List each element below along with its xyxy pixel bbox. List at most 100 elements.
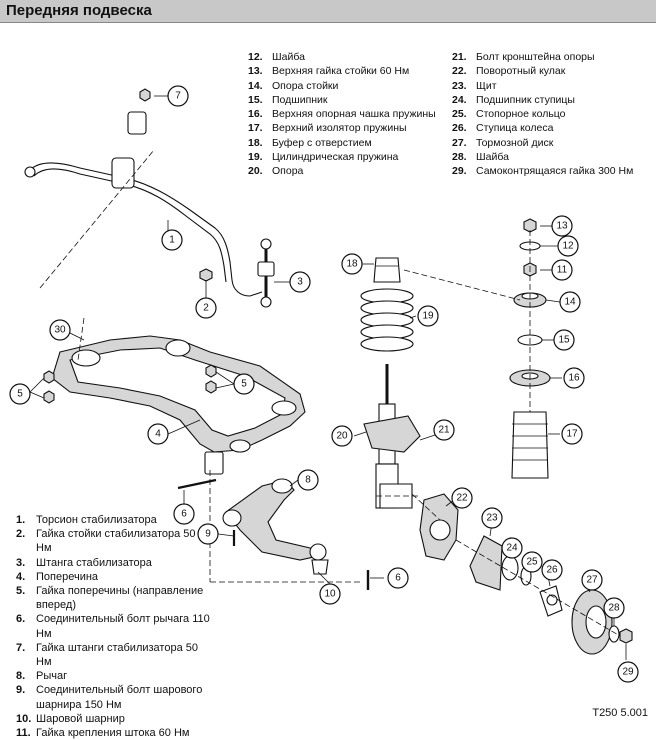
- legend-item: 3.Штанга стабилизатора: [16, 556, 152, 569]
- nut-5a: [43, 370, 55, 404]
- callout-16: 16: [563, 367, 585, 389]
- legend-item: 29.Самоконтрящаяся гайка 300 Нм: [452, 165, 634, 178]
- svg-text:12: 12: [562, 241, 574, 252]
- svg-text:10: 10: [324, 589, 336, 600]
- legend-item: 10.Шаровой шарнир: [16, 712, 125, 725]
- ball-joint: [311, 559, 329, 575]
- callout-4: 4: [147, 423, 169, 445]
- callout-17: 17: [561, 423, 583, 445]
- callout-3: 3: [289, 271, 311, 293]
- legend-middle: 12.Шайба 13.Верхняя гайка стойки 60 Нм 1…: [248, 50, 436, 179]
- svg-text:26: 26: [546, 565, 558, 576]
- svg-text:30: 30: [54, 325, 66, 336]
- callout-5-left: 5: [9, 383, 31, 405]
- svg-text:9: 9: [205, 529, 211, 540]
- callout-29: 29: [617, 661, 639, 683]
- callout-25: 25: [521, 551, 543, 573]
- stabilizer-nut-2: [199, 268, 213, 282]
- legend-item: 21.Болт кронштейна опоры: [452, 51, 595, 63]
- washer-28: [608, 625, 620, 643]
- svg-text:29: 29: [622, 667, 634, 678]
- legend-item: 23.Щит: [452, 79, 497, 92]
- callout-7: 7: [167, 85, 189, 107]
- svg-text:1: 1: [169, 235, 175, 246]
- svg-text:3: 3: [297, 277, 303, 288]
- svg-text:28: 28: [608, 603, 620, 614]
- svg-text:5: 5: [17, 389, 23, 400]
- callout-6-left: 6: [173, 503, 195, 525]
- callout-8: 8: [297, 469, 319, 491]
- callout-28: 28: [603, 597, 625, 619]
- control-arm: [222, 478, 329, 575]
- legend-item: 4.Поперечина: [16, 570, 99, 583]
- legend-item: 18.Буфер с отверстием: [248, 136, 372, 149]
- spring-isolator-17: [511, 411, 549, 479]
- page-title: Передняя подвеска: [6, 2, 152, 19]
- legend-item: 27.Тормозной диск: [452, 136, 554, 149]
- callout-6-bottom: 6: [387, 567, 409, 589]
- figure-code: T250 5.001: [592, 707, 648, 719]
- callout-26: 26: [541, 559, 563, 581]
- legend-item: 15.Подшипник: [248, 93, 328, 106]
- callout-30: 30: [49, 319, 71, 341]
- callout-19: 19: [417, 305, 439, 327]
- stabilizer-bushing: [111, 157, 135, 189]
- svg-text:15: 15: [558, 335, 570, 346]
- callout-21: 21: [433, 419, 455, 441]
- svg-text:23: 23: [486, 513, 498, 524]
- callout-14: 14: [559, 291, 581, 313]
- svg-text:24: 24: [506, 543, 518, 554]
- legend-item: 9.Соединительный болт шарового шарнира 1…: [16, 684, 203, 711]
- legend-item: 17.Верхний изолятор пружины: [248, 122, 407, 135]
- legend-item: 16.Верхняя опорная чашка пружины: [248, 108, 436, 121]
- svg-text:19: 19: [422, 311, 434, 322]
- crossmember: [51, 335, 306, 475]
- callout-10: 10: [319, 583, 341, 605]
- svg-text:20: 20: [336, 431, 348, 442]
- callout-12: 12: [557, 235, 579, 257]
- legend-item: 22.Поворотный кулак: [452, 65, 566, 78]
- stabilizer-torsion-bar: [24, 111, 263, 297]
- svg-text:11: 11: [557, 265, 568, 276]
- svg-text:21: 21: [438, 425, 450, 436]
- dust-shield: [469, 535, 503, 591]
- legend-item: 2.Гайка стойки стабилизатора 50 Нм: [16, 528, 196, 555]
- stabilizer-link: [257, 238, 275, 308]
- header-bar: Передняя подвеска: [0, 0, 656, 23]
- legend-item: 13.Верхняя гайка стойки 60 Нм: [248, 65, 410, 78]
- svg-text:25: 25: [526, 557, 538, 568]
- svg-text:5: 5: [241, 379, 247, 390]
- brake-disc: [571, 589, 613, 655]
- legend-item: 8.Рычаг: [16, 670, 68, 683]
- callout-15: 15: [553, 329, 575, 351]
- callout-5-right: 5: [233, 373, 255, 395]
- callout-13: 13: [551, 215, 573, 237]
- legend-item: 20.Опора: [248, 165, 304, 178]
- hub-nut-29: [619, 628, 633, 644]
- svg-text:14: 14: [564, 297, 576, 308]
- svg-text:13: 13: [556, 221, 568, 232]
- suspension-exploded-diagram: 7 1 2 3 30 5 5 4 6 8 9 10 6 18 19 20 21 …: [9, 85, 639, 683]
- svg-text:17: 17: [566, 429, 578, 440]
- callout-9: 9: [197, 523, 219, 545]
- legend-item: 25.Стопорное кольцо: [452, 108, 566, 121]
- svg-text:2: 2: [203, 303, 209, 314]
- steering-knuckle: [419, 493, 459, 561]
- legend-item: 7.Гайка штанги стабилизатора 50 Нм: [16, 641, 198, 669]
- callout-24: 24: [501, 537, 523, 559]
- svg-text:8: 8: [305, 475, 311, 486]
- legend-item: 26.Ступица колеса: [452, 122, 554, 135]
- svg-text:6: 6: [181, 509, 187, 520]
- svg-text:6: 6: [395, 573, 401, 584]
- wheel-hub: [539, 585, 563, 617]
- callout-1: 1: [161, 229, 183, 251]
- svg-text:27: 27: [586, 575, 598, 586]
- legend-item: 6.Соединительный болт рычага 110 Нм: [16, 613, 210, 640]
- legend-item: 11.Гайка крепления штока 60 Нм: [16, 727, 190, 740]
- coil-spring: [360, 288, 414, 352]
- legend-item: 19.Цилиндрическая пружина: [248, 151, 399, 164]
- nut-5b: [205, 364, 217, 394]
- legend-right: 21.Болт кронштейна опоры 22.Поворотный к…: [452, 50, 633, 179]
- callout-27: 27: [581, 569, 603, 591]
- svg-text:16: 16: [568, 373, 580, 384]
